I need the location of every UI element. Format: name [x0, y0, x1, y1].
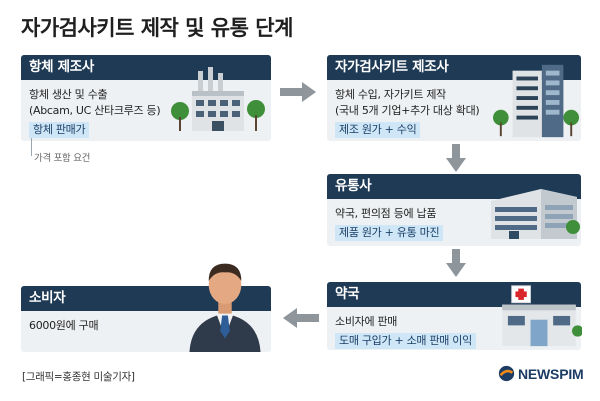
newspim-logo: NEWSPIM — [498, 365, 584, 382]
card-line: (Abcam, UC 산타크루즈 등) — [29, 104, 161, 117]
card-line: 약국, 편의점 등에 납품 — [335, 207, 437, 220]
price-tag: 제조 원가 + 수익 — [335, 122, 421, 138]
logo-text: NEWSPIM — [518, 365, 584, 382]
price-tag: 도매 구입가 + 소매 판매 이익 — [335, 333, 476, 349]
price-note: 가격 포함 요건 — [34, 153, 91, 164]
graphic-credit: [그래픽=홍종현 미술기자] — [22, 371, 135, 383]
price-tag: 항체 판매가 — [29, 122, 90, 138]
note-connector-line — [31, 138, 32, 156]
card-line: (국내 5개 기업+추가 대상 확대) — [335, 104, 480, 117]
card-line: 항체 생산 및 수출 — [29, 88, 108, 101]
arrow-down-icon — [446, 144, 466, 172]
arrow-right-icon — [280, 82, 316, 102]
office-building-icon — [493, 64, 580, 138]
businessman-icon — [189, 263, 261, 352]
card-header: 항체 제조사 — [21, 55, 271, 80]
pharmacy-building-icon — [502, 285, 582, 347]
page-title: 자가검사키트 제작 및 유통 단계 — [21, 16, 293, 40]
card-line: 항체 수입, 자가키트 제작 — [335, 88, 446, 101]
card-line: 6000원에 구매 — [29, 319, 99, 332]
arrow-left-icon — [283, 308, 319, 328]
factory-icon — [171, 67, 265, 131]
arrow-down-icon — [446, 249, 466, 277]
warehouse-icon — [491, 189, 580, 239]
card-line: 소비자에 판매 — [335, 315, 398, 328]
card-header: 약국 — [327, 282, 581, 307]
price-tag: 제품 원가 + 유통 마진 — [335, 225, 444, 241]
globe-icon — [498, 365, 515, 382]
